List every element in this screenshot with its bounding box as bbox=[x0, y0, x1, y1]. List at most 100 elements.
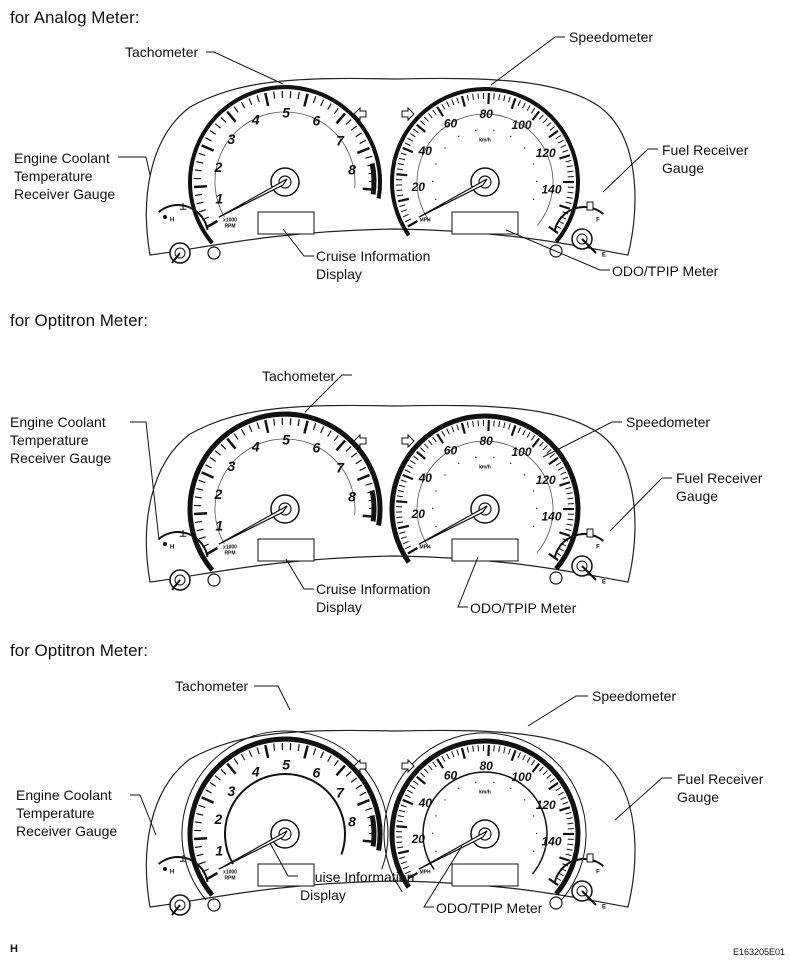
tachometer-tick bbox=[297, 744, 300, 752]
tachometer-tick bbox=[205, 137, 212, 142]
tachometer-major-tick bbox=[194, 837, 208, 841]
tachometer-tick bbox=[365, 155, 373, 159]
fuel-pump-icon bbox=[586, 528, 594, 538]
tachometer-major-tick bbox=[226, 437, 237, 450]
speedometer-tick bbox=[555, 787, 562, 792]
speedometer-major-tick bbox=[402, 146, 414, 154]
speedometer-tick bbox=[498, 94, 501, 101]
kmh-mark: · bbox=[432, 829, 435, 838]
tachometer-tick bbox=[320, 426, 325, 434]
speedometer-tick bbox=[397, 815, 404, 818]
tachometer-inner-ring bbox=[214, 111, 356, 218]
speedometer-tick bbox=[546, 122, 552, 127]
tachometer-dial-rim bbox=[187, 411, 383, 572]
leader-line bbox=[206, 51, 284, 85]
speedometer-numeral: 40 bbox=[418, 796, 433, 810]
mph-unit-mark: MPH bbox=[419, 217, 431, 223]
speedometer-tick bbox=[413, 128, 419, 134]
speedometer-numeral: 100 bbox=[511, 445, 531, 459]
speedometer-tick bbox=[410, 785, 416, 790]
speedometer-tick bbox=[472, 745, 474, 752]
tachometer-tick bbox=[209, 456, 217, 462]
tachometer-label: Tachometer bbox=[262, 368, 336, 384]
kmh-mark: · bbox=[493, 126, 496, 135]
speedometer-tick bbox=[566, 492, 573, 495]
speedometer-tick bbox=[451, 751, 455, 758]
speedometer-numeral: 120 bbox=[536, 146, 556, 160]
tachometer-label: Tachometer bbox=[175, 678, 249, 694]
tachometer-tick bbox=[273, 418, 276, 426]
tachometer-tick bbox=[205, 789, 212, 794]
speedometer-tick bbox=[456, 749, 460, 756]
tachometer-tick bbox=[312, 748, 317, 756]
speedometer-tick bbox=[522, 754, 526, 761]
speedometer-tick bbox=[567, 497, 574, 500]
tachometer-major-tick bbox=[356, 798, 370, 807]
speedometer-major-tick bbox=[510, 424, 517, 437]
speedometer-tick bbox=[428, 440, 433, 446]
footer-left-mark: H bbox=[10, 943, 18, 955]
speedometer-tick bbox=[522, 102, 526, 109]
speedometer-tick bbox=[530, 434, 536, 441]
tachometer-major-tick bbox=[226, 110, 237, 123]
speedometer-major-tick bbox=[416, 775, 426, 785]
tachometer-major-tick bbox=[205, 219, 219, 229]
tachometer-tick bbox=[194, 169, 202, 172]
speedometer-tick bbox=[565, 811, 572, 815]
speedometer-numeral: 60 bbox=[444, 444, 458, 458]
leader-line bbox=[130, 794, 157, 836]
speedometer-tick bbox=[402, 213, 409, 218]
kmh-mark: · bbox=[536, 504, 539, 513]
rpm-unit-mark: x1000 bbox=[223, 544, 237, 550]
tachometer-tick bbox=[194, 821, 202, 824]
speedometer-dial-rim bbox=[389, 413, 581, 571]
speedometer-numeral: 40 bbox=[418, 144, 433, 158]
tachometer-major-tick bbox=[201, 144, 215, 152]
tachometer-numeral: 8 bbox=[348, 488, 356, 504]
speedometer-tick bbox=[451, 99, 455, 106]
tachometer-numeral: 2 bbox=[213, 811, 222, 827]
tachometer-tick bbox=[220, 443, 227, 450]
odo-meter-label: ODO/TPIP Meter bbox=[436, 900, 543, 916]
speedometer-major-tick bbox=[531, 762, 541, 773]
speedometer-tick bbox=[498, 746, 501, 753]
speedometer-tick bbox=[432, 436, 437, 443]
speedometer-label: Speedometer bbox=[569, 29, 654, 45]
speedometer-major-tick bbox=[397, 849, 410, 855]
leader-line bbox=[130, 421, 160, 541]
tachometer-numeral: 7 bbox=[336, 133, 345, 149]
kmh-mark: · bbox=[510, 784, 513, 793]
speedometer-major-tick bbox=[559, 806, 571, 812]
leader-line bbox=[304, 374, 352, 413]
tachometer-tick bbox=[233, 106, 239, 113]
tachometer-tick bbox=[350, 777, 358, 783]
speedometer-tick bbox=[567, 170, 574, 173]
rpm-unit-mark: x1000 bbox=[223, 869, 237, 875]
coolant-temp-icon: ⊥ bbox=[179, 853, 187, 863]
tachometer-needle bbox=[218, 830, 288, 870]
speedometer-major-tick bbox=[416, 123, 426, 133]
kmh-mark: · bbox=[435, 847, 438, 856]
kmh-mark: · bbox=[458, 784, 461, 793]
figure-code: E163205E01 bbox=[733, 947, 786, 957]
tachometer-tick bbox=[214, 450, 221, 456]
speedometer-tick bbox=[396, 516, 403, 519]
speedometer-tick bbox=[472, 93, 474, 100]
tachometer-tick bbox=[355, 784, 362, 790]
speedometer-tick bbox=[428, 765, 433, 771]
tachometer-inner-ring bbox=[223, 773, 346, 865]
fuel-empty-mark: E bbox=[602, 905, 606, 911]
speedometer-tick bbox=[420, 772, 426, 778]
speedometer-major-tick bbox=[396, 500, 408, 504]
speedometer-major-tick bbox=[416, 450, 426, 460]
leader-line bbox=[282, 228, 314, 257]
speedometer-major-tick bbox=[460, 747, 466, 759]
speedometer-tick bbox=[441, 430, 446, 437]
speedometer-major-tick bbox=[559, 856, 571, 862]
speedometer-tick bbox=[402, 865, 409, 870]
leader-line bbox=[505, 229, 610, 271]
speedometer-tick bbox=[410, 133, 416, 138]
speedometer-tick bbox=[493, 93, 495, 100]
